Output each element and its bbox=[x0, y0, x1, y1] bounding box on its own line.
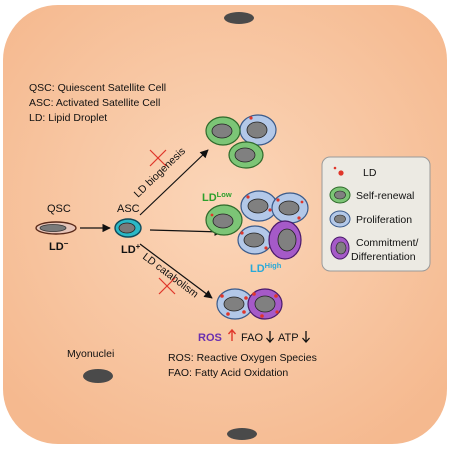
ld-dot bbox=[246, 195, 250, 199]
ld-dot bbox=[275, 310, 279, 314]
fao-definition: FAO: Fatty Acid Oxidation bbox=[168, 367, 288, 379]
legend-commitment-label-2: Differentiation bbox=[351, 251, 416, 263]
qsc-ld-text: LD bbox=[49, 241, 64, 253]
asc-label: ASC bbox=[117, 203, 140, 215]
arrow-catabolism bbox=[139, 243, 213, 299]
ld-dot bbox=[249, 116, 253, 120]
fao-down-arrow bbox=[266, 331, 274, 343]
nucleus bbox=[247, 198, 269, 214]
legend-ld-dot-small bbox=[333, 166, 337, 170]
abbrev-asc: ASC: Activated Satellite Cell bbox=[29, 97, 160, 109]
nucleus bbox=[211, 123, 233, 139]
biogenesis-block-cross bbox=[149, 149, 167, 167]
ld-low-label: LDLow bbox=[202, 190, 232, 204]
asc-nucleus bbox=[118, 222, 136, 234]
myonucleus-bottom-left bbox=[83, 369, 113, 383]
ld-dot bbox=[226, 312, 230, 316]
ld-dot bbox=[240, 231, 244, 235]
legend-ld-label: LD bbox=[363, 167, 377, 179]
ld-high-sup: High bbox=[265, 261, 282, 270]
nucleus bbox=[277, 228, 297, 252]
nucleus bbox=[254, 295, 276, 313]
legend-purple-nucleus bbox=[335, 241, 347, 255]
arrow-middle bbox=[149, 227, 223, 236]
ld-low-sup: Low bbox=[217, 190, 232, 199]
ld-dot bbox=[210, 213, 214, 217]
nucleus bbox=[234, 147, 256, 163]
myonucleus-top bbox=[224, 12, 254, 24]
ld-dot bbox=[300, 200, 304, 204]
nucleus bbox=[223, 296, 245, 312]
fao-effect: FAO bbox=[241, 332, 263, 344]
ld-dot bbox=[297, 216, 301, 220]
legend-ld-dot-large bbox=[338, 170, 344, 176]
qsc-label: QSC bbox=[47, 203, 71, 215]
ld-low-text: LD bbox=[202, 192, 217, 204]
ros-effect: ROS bbox=[198, 332, 222, 344]
asc-ld-text: LD bbox=[121, 244, 136, 256]
ld-dot bbox=[274, 294, 278, 298]
legend-green-nucleus bbox=[334, 190, 346, 200]
nucleus bbox=[243, 232, 265, 248]
bottom-cell-group bbox=[216, 288, 283, 320]
nucleus bbox=[246, 121, 268, 139]
ld-high-label: LDHigh bbox=[250, 261, 282, 275]
ld-dot bbox=[260, 314, 264, 318]
atp-down-arrow bbox=[302, 331, 310, 343]
ld-dot bbox=[242, 310, 246, 314]
abbrev-qsc: QSC: Quiescent Satellite Cell bbox=[29, 82, 166, 94]
ld-dot bbox=[220, 294, 224, 298]
legend-blue-nucleus bbox=[334, 214, 346, 224]
qsc-nucleus bbox=[39, 224, 67, 232]
legend-commitment-label-1: Commitment/ bbox=[356, 237, 419, 249]
myonucleus-bottom-right bbox=[227, 428, 257, 440]
ld-dot bbox=[264, 246, 268, 250]
ld-dot bbox=[252, 292, 256, 296]
asc-ld-sup: + bbox=[136, 242, 141, 251]
arrow-biogenesis bbox=[139, 149, 209, 216]
ld-high-text: LD bbox=[250, 263, 265, 275]
ld-dot bbox=[268, 208, 272, 212]
atp-effect: ATP bbox=[278, 332, 299, 344]
qsc-ld-label: LD− bbox=[49, 239, 69, 253]
legend-box bbox=[321, 156, 431, 272]
ld-dot bbox=[244, 296, 248, 300]
nucleus bbox=[212, 213, 234, 229]
myonuclei-label: Myonuclei bbox=[67, 348, 114, 360]
legend-proliferation-label: Proliferation bbox=[356, 214, 412, 226]
ros-definition: ROS: Reactive Oxygen Species bbox=[168, 352, 317, 364]
asc-ld-label: LD+ bbox=[121, 242, 141, 256]
ld-dot bbox=[276, 198, 280, 202]
legend-self-renewal-label: Self-renewal bbox=[356, 190, 414, 202]
nucleus bbox=[278, 200, 300, 216]
top-cell-group bbox=[205, 114, 277, 169]
ros-up-arrow bbox=[227, 328, 237, 341]
qsc-ld-sup: − bbox=[64, 239, 69, 248]
catabolism-block-cross bbox=[158, 277, 176, 295]
middle-cell-group bbox=[205, 190, 309, 260]
legend: LD Self-renewal Proliferation Commitment… bbox=[321, 156, 431, 272]
abbrev-ld: LD: Lipid Droplet bbox=[29, 112, 107, 124]
